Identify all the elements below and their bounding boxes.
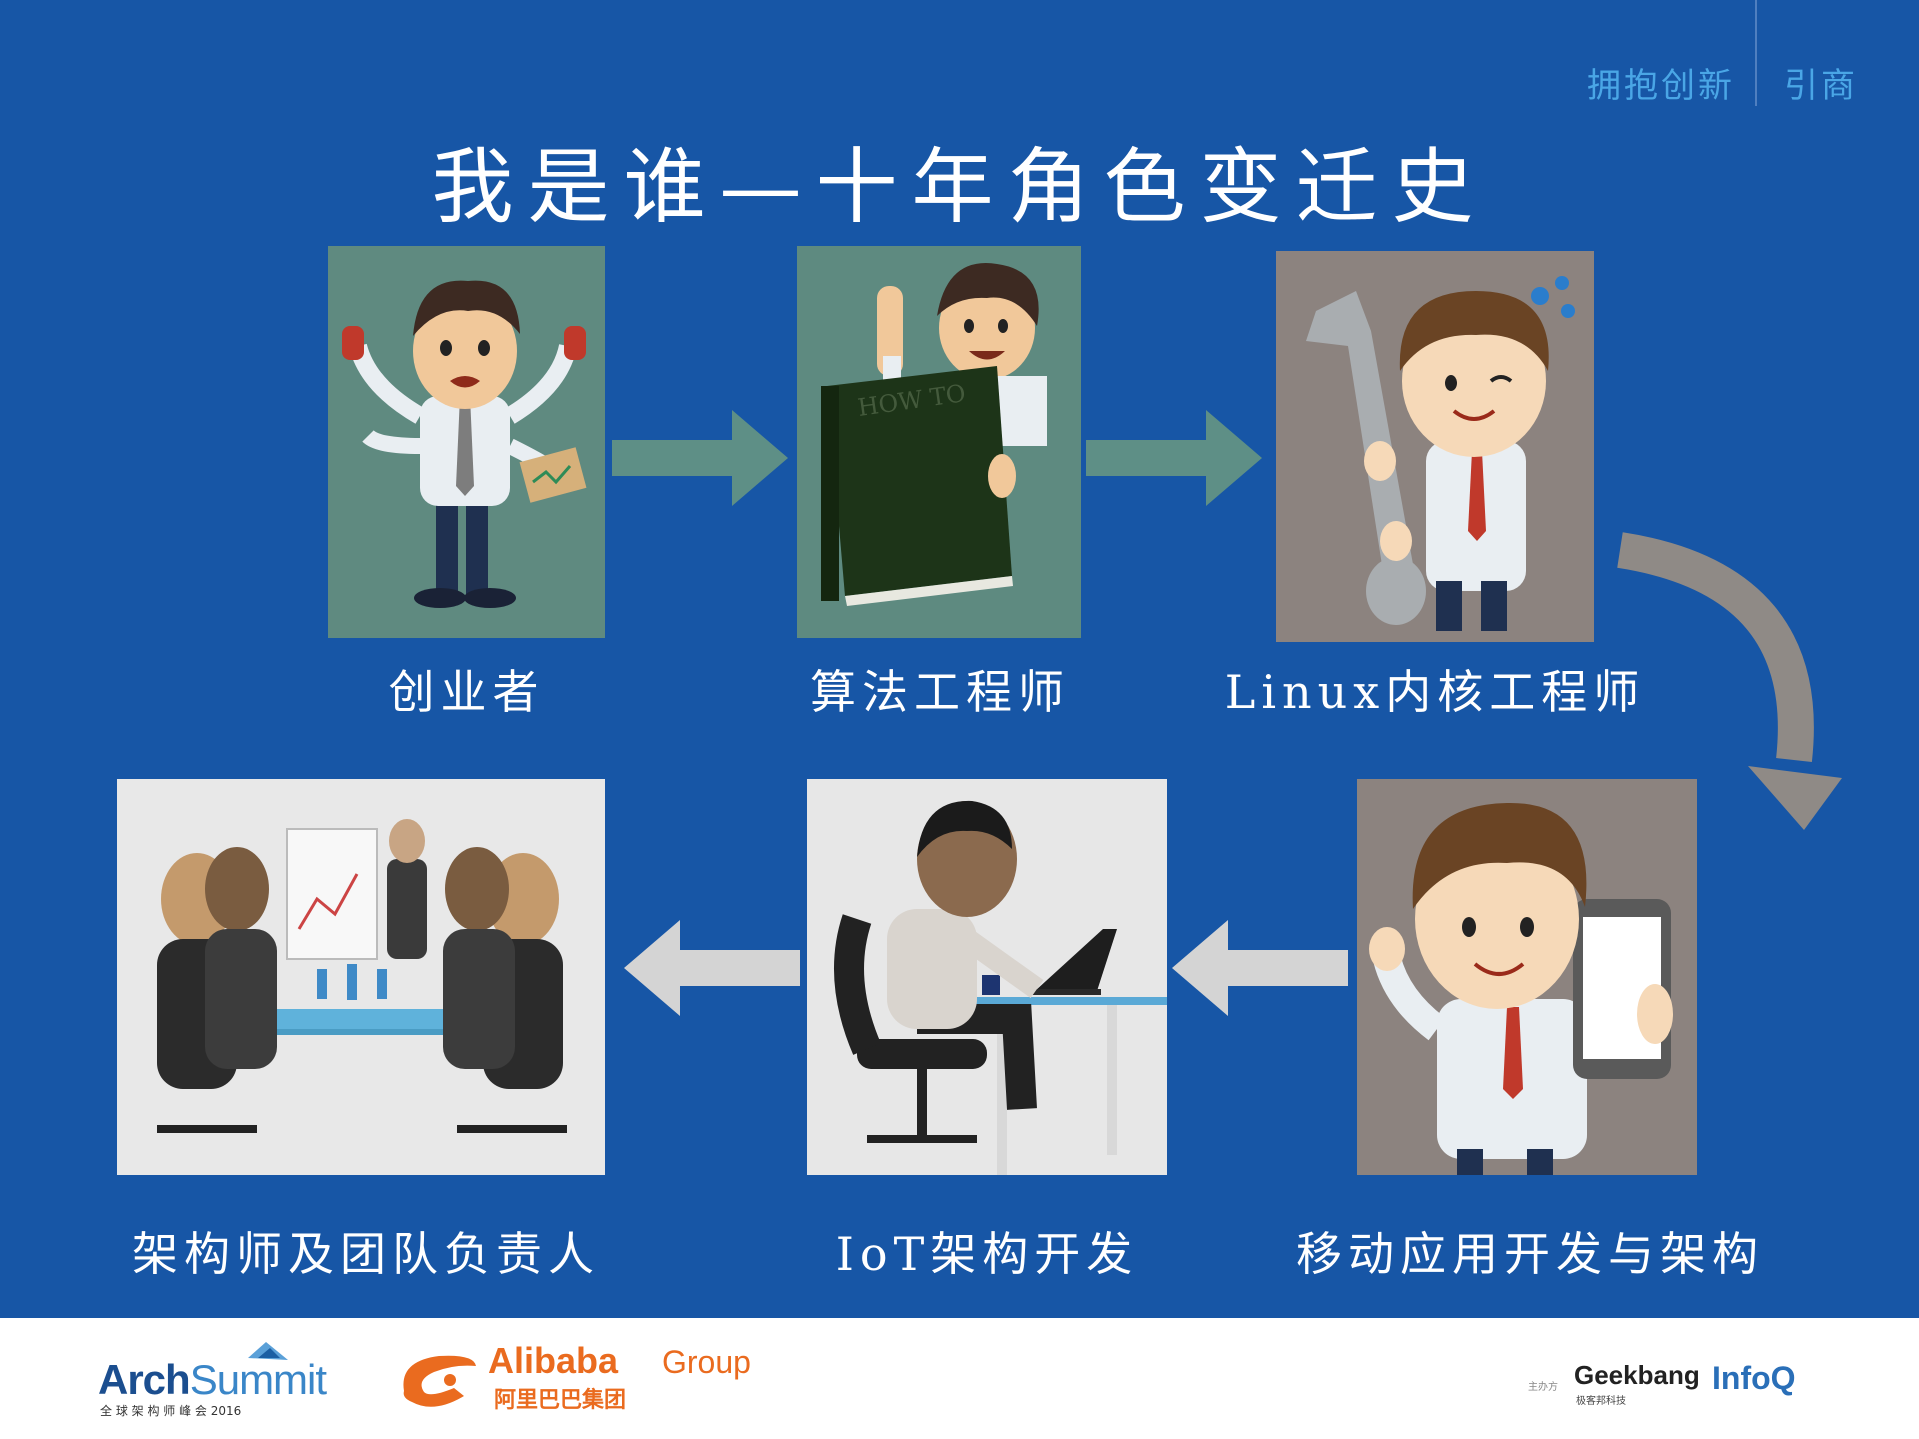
laptop-desk-illustration (807, 779, 1167, 1175)
card-algorithm-engineer-illustration: HOW TO (797, 246, 1081, 638)
arrow-left-icon (1172, 920, 1348, 1016)
archsummit-logo: ArchSummit 全 球 架 构 师 峰 会 2016 (98, 1338, 338, 1418)
alibaba-swoosh-icon (403, 1355, 476, 1407)
infoq-logo: InfoQ (1712, 1358, 1812, 1408)
role-label-mobile-developer: 移动应用开发与架构 (1296, 1227, 1764, 1281)
footer-bar (0, 1318, 1919, 1439)
alibaba-group-text: Group (662, 1344, 751, 1380)
header-tag-yinshang: 引商 (1784, 66, 1858, 106)
geekbang-chinese-name: 极客邦科技 (1576, 1396, 1626, 1407)
infoq-brand: InfoQ (1712, 1360, 1796, 1396)
busy-businessman-illustration (328, 246, 605, 638)
slide-title: 我是谁—十年角色变迁史 (431, 140, 1488, 235)
card-architect-lead-illustration (117, 779, 605, 1175)
archsummit-subtitle: 全 球 架 构 师 峰 会 2016 (100, 1404, 242, 1418)
archsummit-brand-arch: Arch (98, 1356, 191, 1403)
geekbang-logo: 主办方 Geekbang 极客邦科技 (1528, 1358, 1718, 1408)
card-founder-illustration (328, 246, 605, 638)
card-linux-engineer-illustration (1276, 251, 1594, 642)
archsummit-mountain-icon (248, 1342, 288, 1360)
role-label-iot-developer: IoT架构开发 (835, 1227, 1139, 1281)
role-label-architect-lead: 架构师及团队负责人 (132, 1227, 600, 1281)
role-label-linux-engineer: Linux内核工程师 (1224, 665, 1646, 719)
role-label-algorithm-engineer: 算法工程师 (810, 665, 1070, 719)
alibaba-brand: Alibaba (488, 1340, 619, 1381)
wrench-engineer-illustration (1276, 251, 1594, 642)
geekbang-brand: Geekbang (1574, 1360, 1700, 1390)
how-to-book-illustration: HOW TO (797, 246, 1081, 638)
card-mobile-developer-illustration (1357, 779, 1697, 1175)
arrow-right-icon (612, 410, 788, 506)
header-tag-innovation: 拥抱创新 (1587, 66, 1735, 106)
curved-arrow-down-icon (1617, 532, 1842, 830)
card-iot-developer-illustration (807, 779, 1167, 1175)
phone-thumbs-up-illustration (1357, 779, 1697, 1175)
archsummit-brand-summit: Summit (189, 1356, 327, 1403)
header-tags: 拥抱创新 引商 (1499, 0, 1919, 128)
alibaba-chinese-name: 阿里巴巴集团 (494, 1388, 627, 1413)
alibaba-group-logo: Alibaba Group 阿里巴巴集团 (394, 1336, 774, 1413)
meeting-room-illustration (117, 779, 605, 1175)
slide: 拥抱创新 引商 我是谁—十年角色变迁史 (117, 0, 1919, 1281)
arrow-left-icon (624, 920, 800, 1016)
host-label: 主办方 (1528, 1382, 1558, 1393)
header-divider (1755, 0, 1757, 106)
arrow-right-icon (1086, 410, 1262, 506)
role-label-founder: 创业者 (388, 665, 545, 719)
